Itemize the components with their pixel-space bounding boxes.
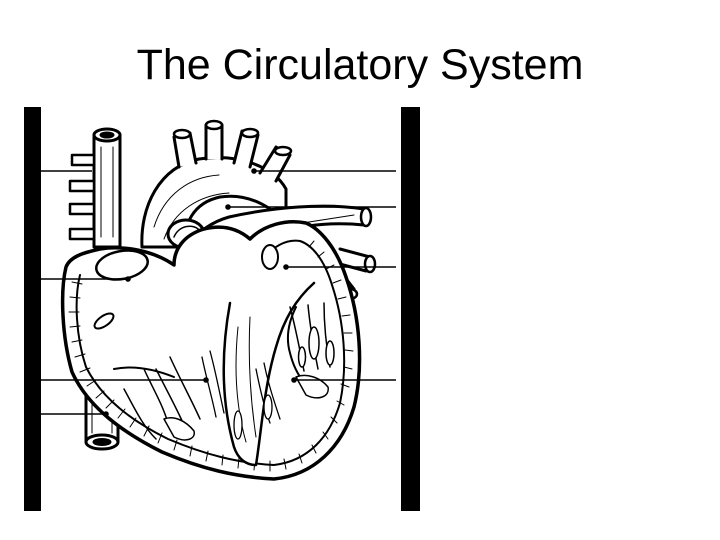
- myocardium-striations: [68, 240, 354, 472]
- right-heart-chambers: [93, 249, 201, 441]
- left-frame-band: [24, 107, 41, 511]
- left-heart-chambers: [261, 244, 335, 399]
- myocardium-inner-line: [75, 239, 346, 466]
- interventricular-septum: [222, 281, 316, 467]
- label-leader-lines: [41, 168, 396, 417]
- heart-diagram-figure: [24, 107, 420, 511]
- chordae-tendineae: [201, 350, 281, 440]
- right-frame-band: [401, 107, 420, 511]
- heart-diagram: [24, 107, 420, 511]
- heart-outer-wall: [60, 220, 362, 481]
- superior-vena-cava: [68, 127, 122, 249]
- slide-title: The Circulatory System: [136, 41, 584, 89]
